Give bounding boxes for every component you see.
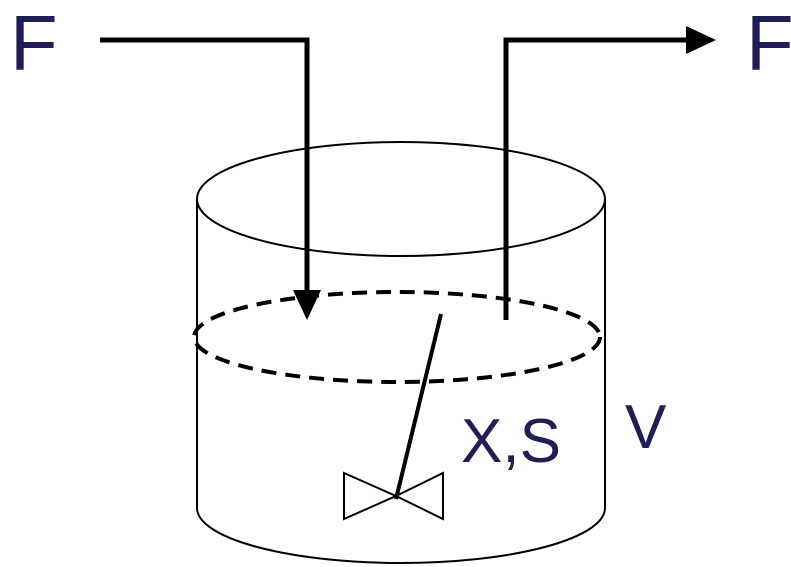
outflow-label: F	[746, 0, 791, 87]
tank-top-rim	[196, 141, 606, 257]
inlet-pipe	[100, 37, 310, 292]
impeller-bowtie-icon	[343, 471, 444, 521]
agitator	[343, 313, 444, 521]
arrow-down-icon	[293, 290, 321, 320]
agitator-shaft	[394, 313, 443, 500]
volume-label: V	[625, 393, 667, 462]
outlet-pipe	[503, 37, 688, 320]
outlet-product-line	[503, 26, 716, 320]
arrow-right-icon	[686, 26, 716, 54]
inflow-label: F	[10, 0, 58, 87]
inlet-feed-line	[100, 37, 321, 320]
liquid-level	[192, 290, 602, 384]
contents-label: X,S	[461, 407, 561, 476]
tank-vessel	[196, 141, 606, 564]
tank-bottom	[196, 507, 606, 564]
